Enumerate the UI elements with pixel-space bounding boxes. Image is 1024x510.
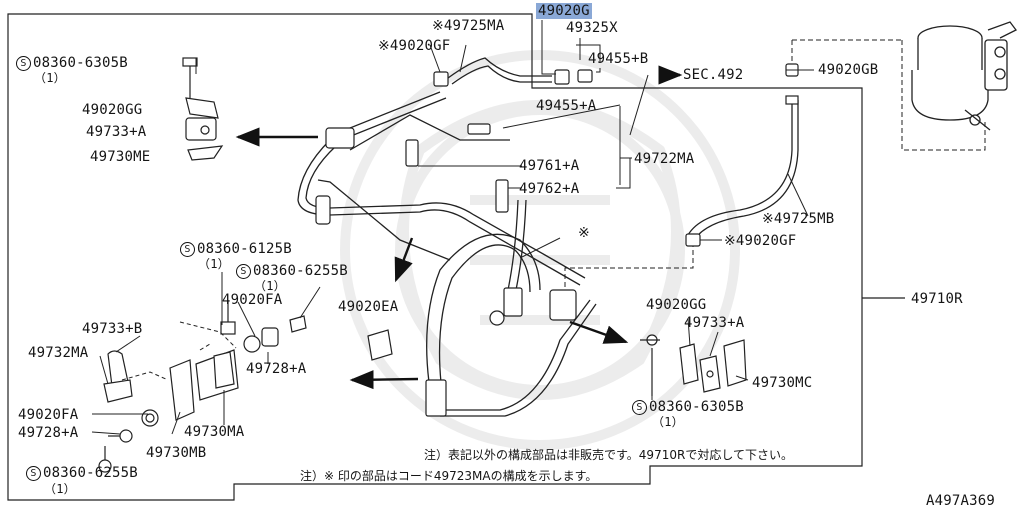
- part-label-49725MB[interactable]: ※49725MB: [762, 211, 835, 227]
- part-label-49020FA-mid[interactable]: 49020FA: [222, 292, 283, 308]
- bracket-parts-lower-left: [98, 300, 393, 473]
- part-label-49455A[interactable]: 49455+A: [536, 98, 597, 114]
- fittings: [315, 63, 799, 417]
- part-label-49728A-mid[interactable]: 49728+A: [246, 361, 307, 377]
- qty-6255B-low: （1）: [44, 482, 76, 496]
- part-label-49730MC[interactable]: 49730MC: [752, 375, 813, 391]
- qty-6125B: （1）: [198, 257, 230, 271]
- part-label-49730ME[interactable]: 49730ME: [90, 149, 151, 165]
- part-label-49020EA[interactable]: 49020EA: [338, 299, 399, 315]
- s-symbol: S: [26, 466, 41, 481]
- bracket-parts-right: [640, 334, 747, 396]
- bracket-parts-top-left: [182, 57, 224, 161]
- star-mark: ※: [578, 225, 590, 241]
- s-symbol: S: [632, 400, 647, 415]
- section-ref-sec492[interactable]: SEC.492: [683, 67, 744, 83]
- qty-6255B-mid: （1）: [254, 279, 286, 293]
- part-label-49020GG-right[interactable]: 49020GG: [646, 297, 707, 313]
- direction-arrows: [235, 65, 683, 390]
- part-label-49762A[interactable]: 49762+A: [519, 181, 580, 197]
- qty-top-left: （1）: [34, 71, 66, 85]
- watermark-seal: [340, 50, 740, 450]
- s-symbol: S: [236, 264, 251, 279]
- hoses: [297, 57, 799, 417]
- s-symbol: S: [16, 56, 31, 71]
- part-label-49728A-low[interactable]: 49728+A: [18, 425, 79, 441]
- part-label-49733B[interactable]: 49733+B: [82, 321, 143, 337]
- part-label-49725MA[interactable]: ※49725MA: [432, 18, 505, 34]
- part-label-49733A-right[interactable]: 49733+A: [684, 315, 745, 331]
- part-label-49020G[interactable]: 49020G: [536, 3, 592, 19]
- dashed-leaders: [121, 321, 237, 381]
- part-label-49710R[interactable]: 49710R: [911, 291, 963, 307]
- part-label-49020FA-low[interactable]: 49020FA: [18, 407, 79, 423]
- figure-code: A497A369: [926, 493, 996, 509]
- part-label-49020GF-top[interactable]: ※49020GF: [378, 38, 451, 54]
- part-label-49733A-left[interactable]: 49733+A: [86, 124, 147, 140]
- note-star-mark: 注）※ 印の部品はコード49723MAの構成を示します。: [300, 469, 598, 483]
- part-label-49020GF-right[interactable]: ※49020GF: [724, 233, 797, 249]
- leader-lines: [91, 20, 814, 435]
- part-label-49730MA[interactable]: 49730MA: [184, 424, 245, 440]
- part-label-49325X[interactable]: 49325X: [566, 20, 618, 36]
- part-label-49722MA[interactable]: 49722MA: [634, 151, 695, 167]
- part-label-49761A[interactable]: 49761+A: [519, 158, 580, 174]
- part-label-49732MA[interactable]: 49732MA: [28, 345, 89, 361]
- part-label-49455B[interactable]: 49455+B: [588, 51, 649, 67]
- part-label-49020GB[interactable]: 49020GB: [818, 62, 879, 78]
- assembly-outline: [7, 13, 905, 501]
- part-label-49730MB[interactable]: 49730MB: [146, 445, 207, 461]
- qty-6305B-right: （1）: [652, 415, 684, 429]
- reservoir-tank: [911, 21, 1017, 131]
- s-symbol: S: [180, 242, 195, 257]
- part-label-49020GG-left[interactable]: 49020GG: [82, 102, 143, 118]
- note-non-sale: 注）表記以外の構成部品は非販売です。49710Rで対応して下さい。: [424, 448, 793, 462]
